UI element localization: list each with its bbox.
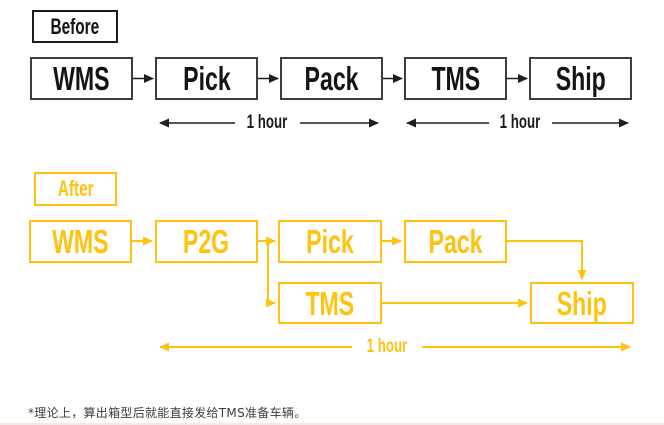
flow-node-label: Pack: [428, 223, 483, 260]
after-connectors: [132, 236, 631, 352]
flow-node-label: TMS: [305, 284, 355, 322]
footnote: *理论上，算出箱型后就能直接发给TMS准备车辆。: [28, 406, 307, 420]
bottom-edge-line: [0, 423, 664, 425]
flow-node-label: Ship: [556, 284, 608, 322]
flow-node-label: Pick: [306, 223, 354, 260]
timer-label-after: 1 hour: [358, 337, 416, 357]
flow-node-after-ship: Ship: [530, 282, 634, 324]
flow-node-label: TMS: [431, 60, 480, 97]
section-label-after: After: [34, 172, 117, 206]
section-label-before: Before: [32, 10, 118, 43]
section-label-before-text: Before: [50, 13, 100, 39]
before-connectors: [133, 74, 629, 128]
flow-node-after-pick: Pick: [278, 220, 382, 263]
flow-node-label: WMS: [53, 60, 110, 97]
flow-node-after-wms: WMS: [29, 220, 132, 263]
timer-label-before-2: 1 hour: [491, 113, 549, 133]
flow-node-before-ship: Ship: [529, 57, 632, 100]
section-label-after-text: After: [57, 176, 94, 201]
timer-text: 1 hour: [246, 112, 288, 133]
flow-node-label: P2G: [183, 223, 230, 260]
arrow-after-pack-ship: [507, 240, 587, 280]
flow-node-before-tms: TMS: [404, 57, 507, 100]
timer-text: 1 hour: [499, 112, 541, 133]
flow-node-after-pack: Pack: [404, 220, 507, 263]
flow-node-label: Pack: [304, 60, 359, 97]
flow-node-after-p2g: P2G: [155, 220, 258, 263]
timer-text: 1 hour: [366, 336, 408, 357]
flow-node-before-pack: Pack: [280, 57, 383, 100]
flow-node-after-tms: TMS: [278, 282, 382, 324]
timer-label-before-1: 1 hour: [238, 113, 296, 133]
flow-node-before-pick: Pick: [155, 57, 258, 100]
flow-node-label: WMS: [52, 223, 109, 260]
flow-node-label: Ship: [555, 60, 606, 97]
flow-node-label: Pick: [182, 60, 231, 97]
flow-node-before-wms: WMS: [30, 57, 133, 100]
